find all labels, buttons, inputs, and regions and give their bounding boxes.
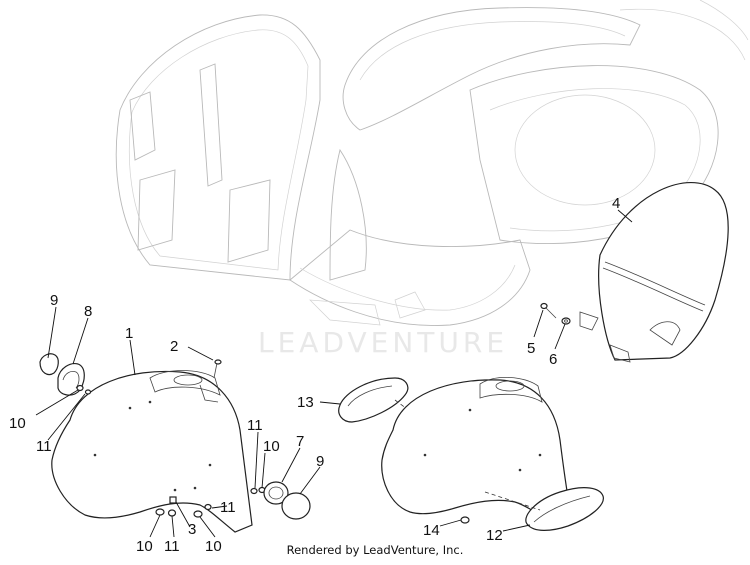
callouts: 1 2 3 4 5 6 7 8 9 9 10 10 10 10 11 11 11…	[9, 195, 620, 555]
callout-14: 14	[423, 522, 440, 539]
callout-9-right: 9	[316, 453, 324, 470]
callout-11-bottom: 11	[164, 538, 180, 555]
washers-left	[76, 384, 92, 395]
washer-part-6	[561, 317, 571, 325]
scooter-body-ghost	[115, 0, 749, 327]
callout-9-left: 9	[50, 292, 58, 309]
callout-10-mid: 10	[263, 438, 280, 455]
callout-6: 6	[549, 351, 557, 368]
callout-1: 1	[125, 325, 133, 342]
callout-11-right: 11	[220, 499, 236, 516]
callout-4: 4	[612, 195, 620, 212]
callout-11-mid: 11	[247, 417, 263, 434]
callout-13: 13	[297, 394, 314, 411]
callout-5: 5	[527, 340, 535, 357]
lens-part-9-left	[39, 353, 59, 376]
callout-10-left: 10	[9, 415, 26, 432]
duct-part-12	[525, 487, 604, 531]
watermark: LEADVENTURE	[258, 326, 508, 359]
callout-10-bottom-b: 10	[205, 538, 222, 555]
screw-part-5	[540, 302, 557, 319]
footer-credit: Rendered by LeadVenture, Inc.	[286, 543, 464, 557]
lens-part-9-right	[281, 492, 311, 520]
front-fender-assembly-right	[381, 377, 573, 526]
duct-part-13	[338, 377, 409, 423]
front-fender-part-1	[51, 370, 253, 533]
assembly-line-12	[484, 491, 541, 511]
clip-part-14	[460, 516, 470, 524]
callout-12: 12	[486, 527, 503, 544]
callout-10-bottom-a: 10	[136, 538, 153, 555]
callout-7: 7	[296, 433, 304, 450]
leader-lines	[35, 209, 633, 538]
screw-part-2	[213, 359, 222, 379]
callout-11-left: 11	[36, 438, 52, 455]
callout-3: 3	[188, 521, 196, 538]
lamp-part-7	[263, 481, 289, 505]
rear-mudguard-part-4	[579, 182, 729, 363]
callout-8: 8	[84, 303, 92, 320]
callout-2: 2	[170, 338, 178, 355]
